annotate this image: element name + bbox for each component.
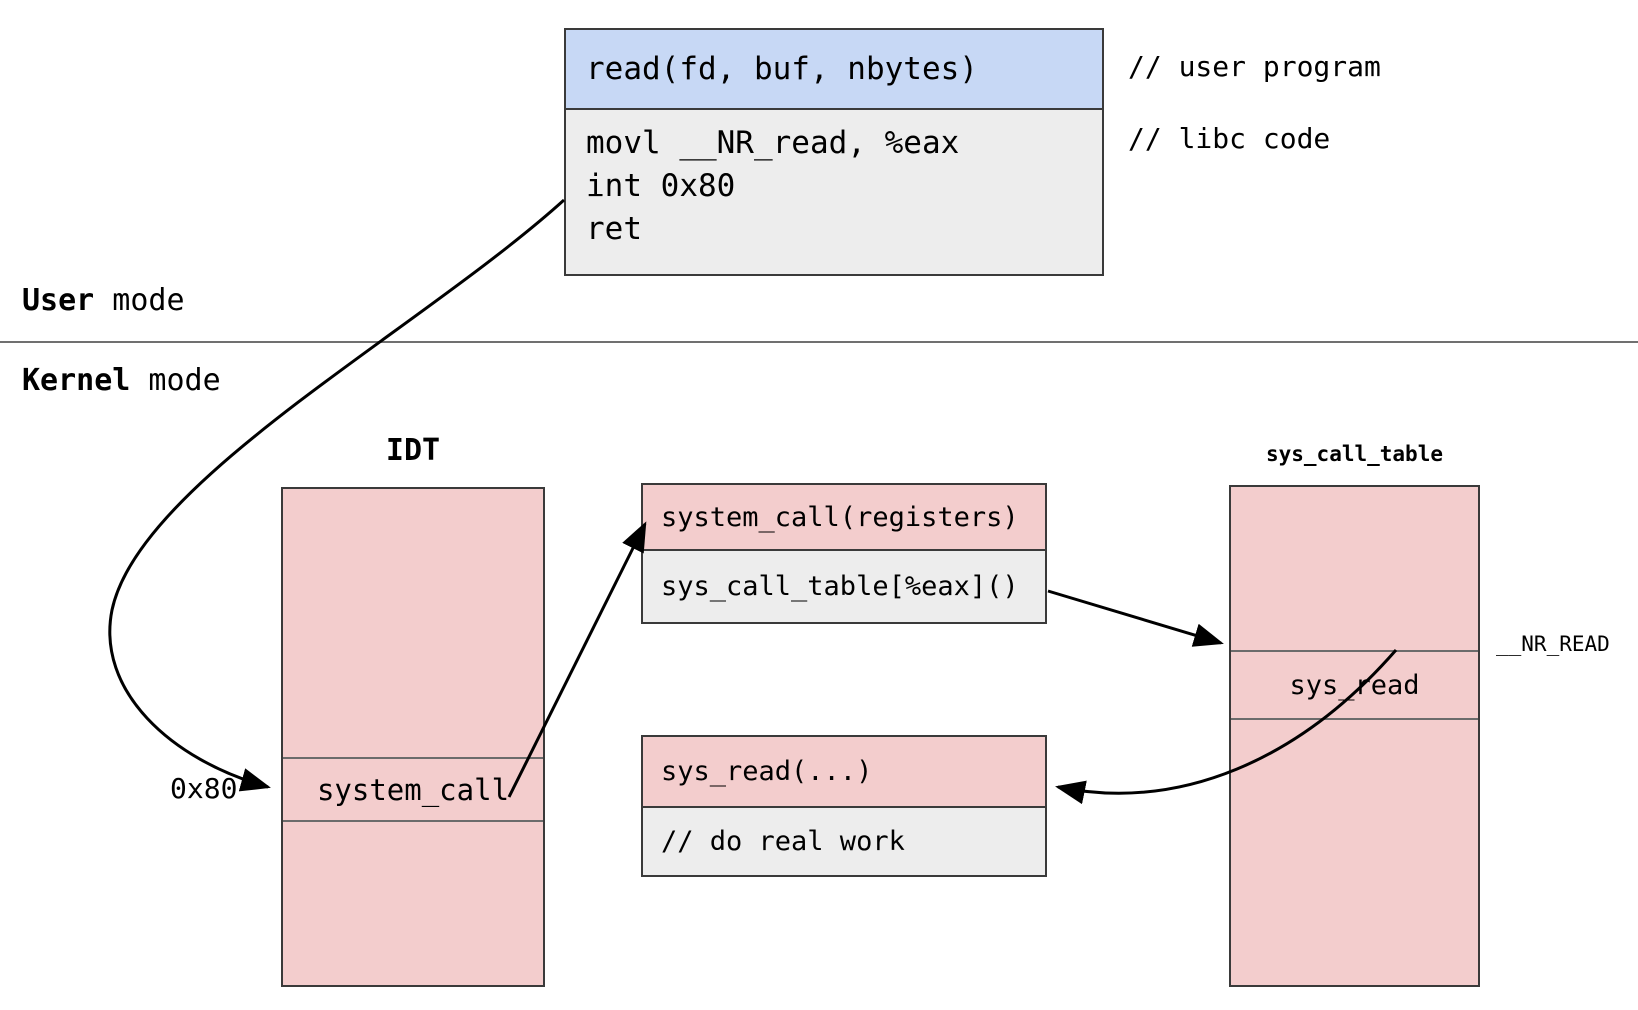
- user-program-call-row: read(fd, buf, nbytes): [566, 30, 1102, 108]
- libc-code-row: movl __NR_read, %eax int 0x80 ret: [566, 108, 1102, 274]
- kernel-mode-label-rest: mode: [130, 363, 221, 398]
- sys-read-impl-box: sys_read(...) // do real work: [641, 735, 1047, 877]
- idt-row-empty-bottom: [283, 820, 543, 985]
- kernel-mode-label: Kernel mode: [22, 363, 221, 398]
- system-call-entry-row: system_call(registers): [643, 485, 1045, 549]
- sys-call-table: sys_read: [1229, 485, 1480, 987]
- idt-table: system_call: [281, 487, 545, 987]
- user-mode-label-rest: mode: [94, 283, 185, 318]
- sys-call-table-row-sys-read: sys_read: [1231, 650, 1478, 718]
- system-call-dispatch-row: sys_call_table[%eax](): [643, 549, 1045, 622]
- user-program-stack: read(fd, buf, nbytes) movl __NR_read, %e…: [564, 28, 1104, 276]
- mode-divider: [0, 341, 1638, 343]
- idt-caption: IDT: [385, 433, 441, 468]
- idt-row-empty-top: [283, 489, 543, 757]
- syscall-number-label: __NR_READ: [1496, 632, 1610, 656]
- system-call-handler-box: system_call(registers) sys_call_table[%e…: [641, 483, 1047, 624]
- sys-read-signature-row: sys_read(...): [643, 737, 1045, 806]
- user-mode-label-strong: User: [22, 283, 95, 318]
- kernel-mode-label-strong: Kernel: [22, 363, 131, 398]
- user-mode-label: User mode: [22, 283, 185, 318]
- sys-call-table-caption: sys_call_table: [1265, 442, 1443, 466]
- sys-read-body-row: // do real work: [643, 806, 1045, 875]
- comment-user-program: // user program: [1128, 50, 1381, 83]
- arrow-dispatch-to-table: [1047, 589, 1224, 647]
- comment-libc-code: // libc code: [1128, 122, 1331, 155]
- sys-call-table-row-empty-bottom: [1231, 718, 1478, 985]
- idt-row-system-call: system_call: [283, 757, 543, 820]
- interrupt-vector-label: 0x80: [170, 772, 238, 805]
- sys-call-table-row-empty-top: [1231, 487, 1478, 650]
